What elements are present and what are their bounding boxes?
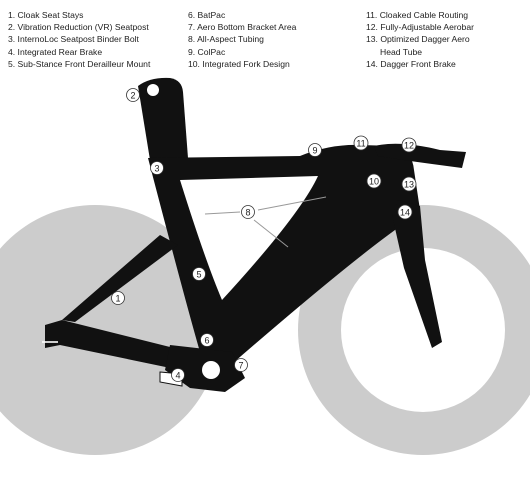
legend-item-12: 12. Fully-Adjustable Aerobar (366, 22, 474, 33)
callout-4: 4 (171, 368, 185, 382)
callout-1: 1 (111, 291, 125, 305)
callout-circle (366, 173, 382, 189)
leader-line (204, 211, 241, 215)
bottom-bracket-spindle (202, 361, 220, 379)
seatpost-clamp-detail (147, 84, 159, 96)
callout-9: 9 (308, 143, 322, 157)
callout-number-3: 3 (154, 164, 159, 174)
legend-item-1: 1. Cloak Seat Stays (8, 10, 84, 20)
callout-2: 2 (126, 88, 140, 102)
callout-11: 11 (353, 135, 369, 151)
callout-8-leaders (204, 196, 327, 248)
legend-item-11: 11. Cloaked Cable Routing (366, 10, 469, 20)
legend-item-7: 7. Aero Bottom Bracket Area (188, 22, 297, 33)
leader-line (253, 219, 289, 248)
callout-number-6: 6 (204, 336, 209, 346)
legend-item-4: 4. Integrated Rear Brake (8, 46, 103, 57)
callout-circle (401, 176, 417, 192)
callout-circle (200, 333, 214, 347)
aerobar (374, 143, 466, 168)
callout-number-10: 10 (369, 177, 379, 187)
legend-item-8: 8. All-Aspect Tubing (188, 34, 264, 45)
rear-wheel (0, 205, 220, 455)
front-wheel-hub-area (341, 248, 505, 412)
legend-column-2: 6. BatPac 7. Aero Bottom Bracket Area 8.… (188, 9, 296, 70)
legend-item-10: 10. Integrated Fork Design (188, 58, 290, 69)
seat-stays (62, 235, 178, 322)
fork (392, 200, 442, 348)
legend-item-9: 9. ColPac (188, 46, 226, 57)
chain-stays (45, 320, 205, 375)
callout-number-9: 9 (312, 146, 317, 156)
callout-circle (192, 267, 206, 281)
callout-13: 13 (401, 176, 417, 192)
legend-item-6: 6. BatPac (188, 10, 226, 20)
callout-number-5: 5 (196, 270, 201, 280)
callout-number-1: 1 (115, 294, 120, 304)
callout-12: 12 (401, 137, 417, 153)
callout-circle (111, 291, 125, 305)
callout-8: 8 (241, 205, 255, 219)
callout-circle (353, 135, 369, 151)
callout-number-7: 7 (238, 361, 243, 371)
callout-circle (241, 205, 255, 219)
callout-number-4: 4 (175, 371, 180, 381)
callout-10: 10 (366, 173, 382, 189)
callout-circle (234, 358, 248, 372)
callout-6: 6 (200, 333, 214, 347)
callout-7: 7 (234, 358, 248, 372)
legend-item-13-continued: Head Tube (380, 46, 423, 57)
legend-item-2: 2. Vibration Reduction (VR) Seatpost (8, 22, 149, 33)
callout-number-11: 11 (356, 139, 365, 149)
callout-3: 3 (150, 161, 164, 175)
callout-14: 14 (397, 204, 413, 220)
frame-triangle-opening (180, 176, 318, 300)
leader-line (257, 196, 327, 211)
callout-circle (171, 368, 185, 382)
callout-5: 5 (192, 267, 206, 281)
callout-number-14: 14 (400, 208, 410, 218)
callout-number-2: 2 (130, 91, 135, 101)
callout-number-8: 8 (245, 208, 250, 218)
callout-circle (150, 161, 164, 175)
seatpost (138, 77, 188, 160)
callout-circle (401, 137, 417, 153)
callout-number-12: 12 (404, 141, 414, 151)
legend-column-1: 1. Cloak Seat Stays 2. Vibration Reducti… (8, 9, 150, 70)
legend-item-5: 5. Sub-Stance Front Derailleur Mount (8, 58, 151, 69)
legend-column-3: 11. Cloaked Cable Routing 12. Fully-Adju… (366, 9, 474, 70)
legend-item-14: 14. Dagger Front Brake (366, 58, 456, 69)
callout-circle (308, 143, 322, 157)
callout-circle (126, 88, 140, 102)
legend-item-13: 13. Optimized Dagger Aero (366, 34, 470, 45)
legend-item-3: 3. InternoLoc Seatpost Binder Bolt (8, 34, 139, 45)
callout-number-13: 13 (404, 180, 414, 190)
callout-circle (397, 204, 413, 220)
